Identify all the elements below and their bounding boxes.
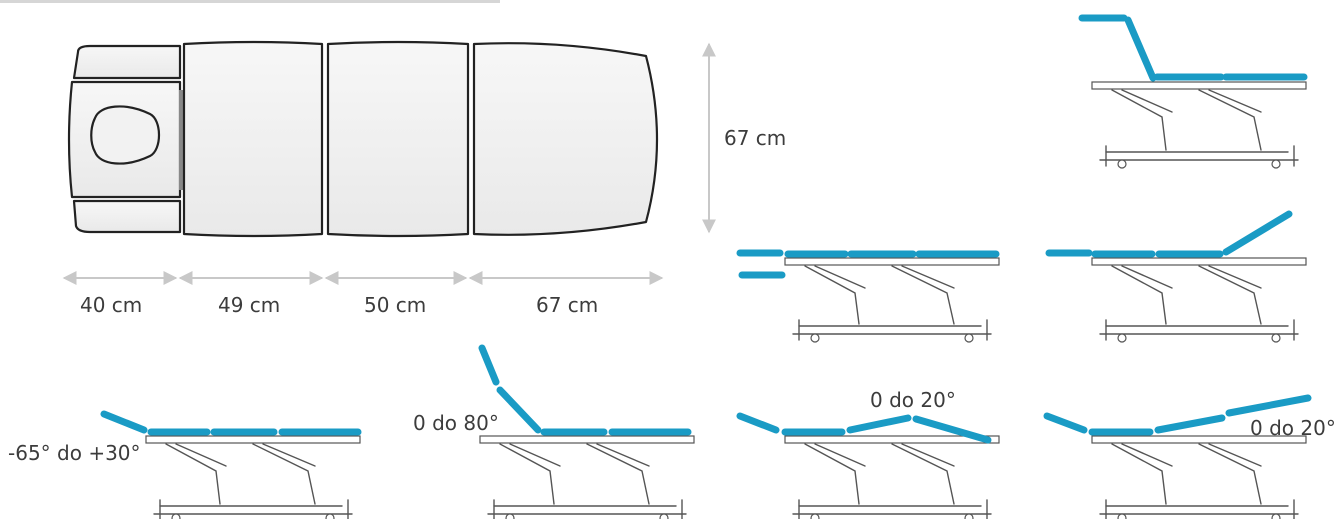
back-section: [182, 40, 324, 238]
seat-section: [326, 40, 470, 238]
side-view-leg-angle-cushions: [1043, 394, 1312, 436]
side-view-back-angle-cushions: [478, 344, 692, 436]
side-view-back-raised-cushions: [1078, 14, 1308, 82]
side-view-legs-raised-cushions: [1045, 210, 1293, 258]
side-view-leg-angle: [1043, 394, 1312, 519]
back-angle-label: 0 do 80°: [413, 411, 499, 435]
segment-label-2: 49 cm: [218, 293, 281, 317]
side-view-knee-angle: [736, 412, 1000, 519]
width-label: 67 cm: [724, 126, 787, 150]
side-view-head-down: [736, 249, 1000, 343]
side-view-back-raised: [1078, 14, 1308, 169]
side-view-head-angle-cushions: [100, 410, 362, 436]
segment-label-1: 40 cm: [80, 293, 143, 317]
head-angle-label: -65° do +30°: [8, 441, 141, 465]
segment-label-4: 67 cm: [536, 293, 599, 317]
side-view-legs-raised: [1045, 210, 1307, 343]
side-view-back-angle: [478, 344, 695, 519]
knee-angle-label: 0 do 20°: [870, 388, 956, 412]
leg-angle-label: 0 do 20°: [1250, 416, 1336, 440]
head-section: [67, 44, 182, 234]
top-divider-line: [0, 0, 500, 3]
side-view-knee-angle-cushions: [736, 412, 992, 444]
leg-section: [472, 42, 659, 236]
side-view-head-angle: [100, 410, 362, 519]
face-hole: [90, 105, 161, 165]
table-top-view: [67, 40, 659, 238]
hinge-1: [179, 90, 184, 190]
segment-label-3: 50 cm: [364, 293, 427, 317]
side-view-head-down-cushions: [736, 249, 1000, 279]
